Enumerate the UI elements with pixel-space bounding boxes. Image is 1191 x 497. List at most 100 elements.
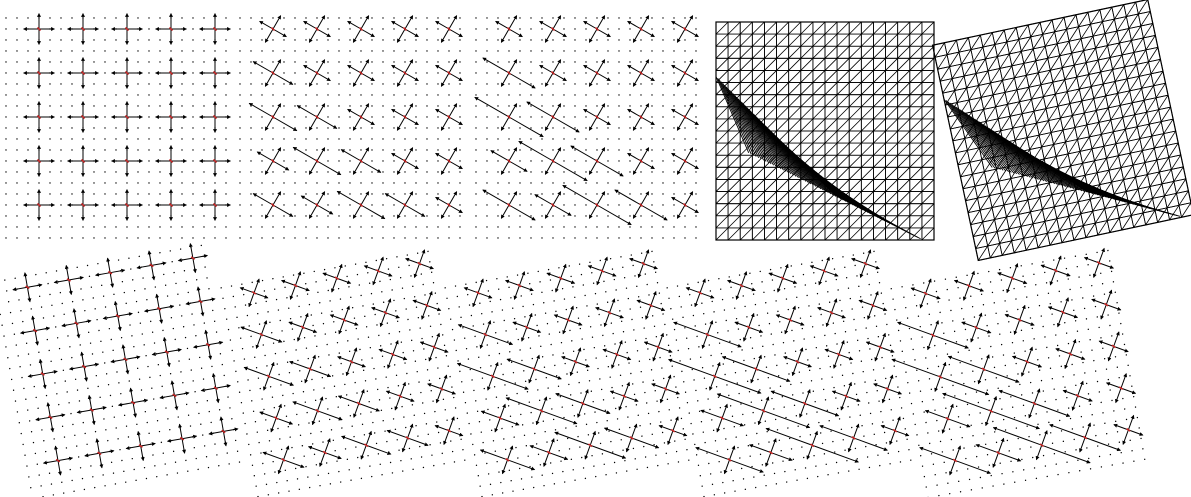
grid-dot: [26, 342, 28, 344]
grid-dot: [225, 17, 226, 18]
cross-glyph: [348, 60, 375, 87]
arrow: [508, 456, 535, 475]
grid-dot: [508, 50, 509, 51]
grid-dot: [815, 282, 817, 284]
grid-dot: [722, 482, 724, 484]
grid-dot: [415, 425, 417, 427]
grid-dot: [603, 399, 605, 401]
grid-dot: [697, 282, 699, 284]
grid-dot: [642, 381, 644, 383]
grid-dot: [541, 94, 542, 95]
arrow: [547, 271, 561, 280]
grid-dot: [800, 317, 802, 319]
grid-dot: [541, 226, 542, 227]
grid-dot: [192, 50, 193, 51]
grid-dot: [401, 341, 403, 343]
arrow: [27, 285, 41, 288]
mesh-cell: [728, 131, 740, 143]
cross-glyph: [722, 346, 789, 392]
grid-dot: [508, 405, 510, 407]
grid-dot: [733, 361, 735, 363]
grid-dot: [459, 72, 460, 73]
arrow: [254, 291, 268, 300]
grid-dot: [192, 193, 193, 194]
grid-dot: [776, 365, 778, 367]
grid-dot: [813, 390, 815, 392]
grid-dot: [673, 83, 674, 84]
grid-dot: [813, 455, 815, 457]
grid-dot: [390, 462, 392, 464]
grid-dot: [607, 160, 608, 161]
grid-dot: [468, 423, 470, 425]
grid-dot: [330, 483, 332, 485]
grid-dot: [415, 237, 416, 238]
mesh-cell: [789, 228, 801, 240]
grid-dot: [612, 268, 614, 270]
arrow: [629, 424, 638, 438]
grid-dot: [333, 321, 335, 323]
grid-dot: [393, 215, 394, 216]
grid-dot: [591, 272, 593, 274]
grid-dot: [563, 116, 564, 117]
cross-glyph: [809, 256, 838, 285]
grid-dot: [695, 237, 696, 238]
grid-dot: [104, 17, 105, 18]
mesh-cell: [813, 143, 825, 155]
grid-dot: [796, 296, 798, 298]
grid-dot: [276, 482, 278, 484]
arrow: [330, 313, 344, 322]
arrow: [824, 269, 838, 278]
grid-dot: [261, 105, 262, 106]
arrow: [55, 446, 58, 460]
grid-dot: [159, 252, 161, 254]
grid-dot: [530, 83, 531, 84]
grid-dot: [614, 279, 616, 281]
grid-dot: [274, 471, 276, 473]
grid-dot: [653, 444, 655, 446]
grid-dot: [239, 171, 240, 172]
grid-dot: [154, 465, 156, 467]
grid-dot: [327, 28, 328, 29]
grid-dot: [710, 355, 712, 357]
grid-dot: [170, 226, 171, 227]
grid-dot: [250, 237, 251, 238]
grid-dot: [338, 193, 339, 194]
mesh-cell: [910, 107, 922, 119]
grid-dot: [108, 384, 110, 386]
mesh-cell: [861, 228, 873, 240]
arrow: [317, 104, 325, 117]
grid-dot: [115, 105, 116, 106]
grid-dot: [448, 182, 449, 183]
cross-glyph: [556, 385, 610, 422]
mesh-cell: [922, 192, 934, 204]
grid-dot: [60, 193, 61, 194]
cross-glyph: [199, 371, 233, 405]
grid-dot: [520, 295, 522, 297]
arrow: [317, 29, 330, 37]
mesh-cell: [873, 46, 885, 58]
mesh-cell: [777, 83, 789, 95]
grid-dot: [327, 171, 328, 172]
grid-dot: [124, 415, 126, 417]
grid-dot: [225, 138, 226, 139]
grid-dot: [126, 182, 127, 183]
grid-dot: [60, 226, 61, 227]
grid-dot: [673, 149, 674, 150]
grid-dot: [296, 414, 298, 416]
bottom-row: [0, 241, 1147, 497]
grid-dot: [718, 396, 720, 398]
grid-dot: [283, 116, 284, 117]
grid-dot: [429, 444, 431, 446]
grid-dot: [36, 463, 38, 465]
grid-dot: [585, 28, 586, 29]
grid-dot: [869, 348, 871, 350]
grid-dot: [556, 375, 558, 377]
arrow: [449, 73, 462, 81]
grid-dot: [179, 304, 181, 306]
grid-dot: [104, 28, 105, 29]
arrow: [602, 313, 611, 327]
grid-dot: [306, 347, 308, 349]
mesh-cell: [777, 228, 789, 240]
grid-dot: [511, 361, 513, 363]
grid-dot: [338, 182, 339, 183]
